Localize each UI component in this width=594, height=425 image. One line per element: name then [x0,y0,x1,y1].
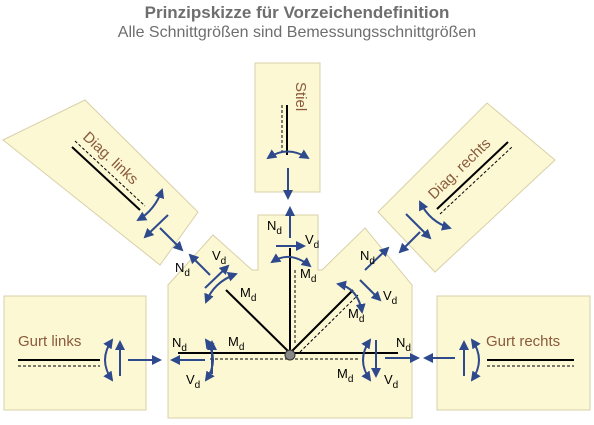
arrow-st-moment [266,149,310,160]
force-arrows [103,149,481,382]
force-label: Vd [212,248,226,267]
arrow-dr-shear [405,213,432,240]
arrow-dl-moment [136,188,165,222]
arrow-ndr-normal [364,246,390,271]
arrow-dr-normal [398,231,421,254]
label-gurt-rechts: Gurt rechts [486,333,560,350]
arrow-ndl-moment [204,272,238,304]
axis-diag-links [71,146,141,211]
arrow-nt-moment [270,253,312,268]
force-label: Md [240,285,256,304]
label-gurt-links: Gurt links [18,333,81,350]
arrow-ndr-moment [336,280,366,314]
force-label: Vd [383,288,397,307]
panel-gurt-links [3,295,147,411]
arrow-nl-moment [204,338,215,382]
arrow-dl-normal [159,227,184,252]
panel-diag-links [2,99,199,266]
arrow-gl-moment [103,338,114,382]
arrow-nr-moment [361,338,372,382]
axis-diag-links-dash [74,140,146,207]
diagram-title: Prinzipskizze für Vorzeichendefinition [144,3,450,22]
panel-gurt-rechts [436,295,591,411]
arrow-dr-moment [419,200,452,231]
member-panels [2,62,591,419]
force-label: Vd [186,372,200,391]
diagram-subtitle: Alle Schnittgrößen sind Bemessungsschnit… [117,24,477,41]
force-label: Nd [175,260,190,279]
arrow-ndl-normal [188,253,211,276]
force-label: Md [348,306,364,325]
axis-diag-rechts [436,141,509,210]
force-label: Md [228,334,244,353]
label-stiel: Stiel [292,82,309,111]
force-label: Nd [360,248,375,267]
force-label: Vd [305,232,319,251]
force-label: Md [337,366,353,385]
force-label: Nd [396,335,411,354]
force-label: Vd [384,372,398,391]
arrow-gr-moment [470,338,481,382]
force-label: Nd [267,218,282,237]
force-label: Nd [172,335,187,354]
force-label: Md [300,266,316,285]
arrow-dl-shear [143,214,169,239]
axis-diag-rechts-dash [439,146,513,215]
node-center [284,349,296,361]
